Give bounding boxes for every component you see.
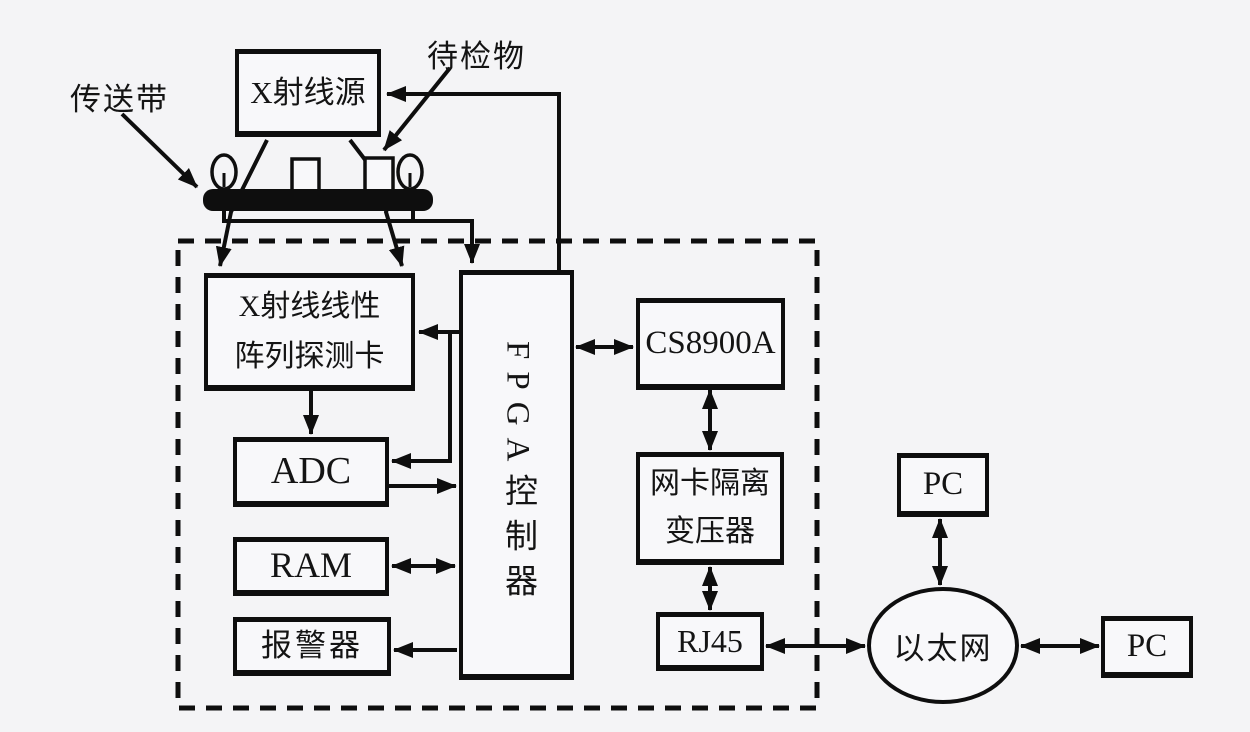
xray-source-box: X射线源 — [235, 49, 381, 137]
system-boundary-dashed-box — [175, 238, 820, 711]
alarm-label: 报警器 — [261, 628, 363, 664]
cs8900a-box: CS8900A — [636, 298, 785, 390]
pc-right-box: PC — [1101, 616, 1193, 678]
detector-label-line2: 阵列探测卡 — [234, 339, 385, 373]
cs8900a-label: CS8900A — [645, 324, 776, 361]
adc-box: ADC — [233, 437, 389, 507]
belt-bar — [203, 189, 433, 211]
alarm-box: 报警器 — [233, 617, 391, 676]
xray-source-label: X射线源 — [250, 74, 366, 110]
ram-box: RAM — [233, 537, 389, 596]
ethernet-ellipse: 以太网 — [867, 587, 1019, 704]
object-label: 待检物 — [427, 39, 526, 74]
conveyor-belt-graphic — [203, 153, 433, 211]
pc-top-box: PC — [897, 453, 989, 517]
object-label-arrow — [382, 66, 452, 152]
transformer-label-line1: 网卡隔离 — [650, 467, 770, 500]
adc-label: ADC — [270, 449, 352, 492]
belt-to-fpga-line — [222, 210, 480, 264]
rj45-box: RJ45 — [656, 612, 764, 671]
fpga-controller-label: FPGA控制器 — [499, 340, 536, 609]
ethernet-label: 以太网 — [893, 631, 993, 666]
pc-top-label: PC — [922, 465, 964, 502]
pc-right-label: PC — [1126, 627, 1168, 664]
fpga-controller-box: FPGA控制器 — [459, 270, 574, 680]
rj45-label: RJ45 — [677, 622, 743, 659]
detector-card-box: X射线线性 阵列探测卡 — [204, 273, 415, 391]
detector-label-line1: X射线线性 — [238, 290, 381, 323]
conveyor-label-arrow — [120, 112, 199, 189]
ram-label: RAM — [269, 545, 353, 586]
transformer-label-line2: 变压器 — [665, 515, 755, 548]
fpga-to-xray-source-line — [386, 86, 561, 271]
fpga-to-adc-branch — [391, 332, 452, 469]
conveyor-label: 传送带 — [70, 82, 169, 117]
network-isolation-transformer-box: 网卡隔离 变压器 — [636, 452, 784, 565]
